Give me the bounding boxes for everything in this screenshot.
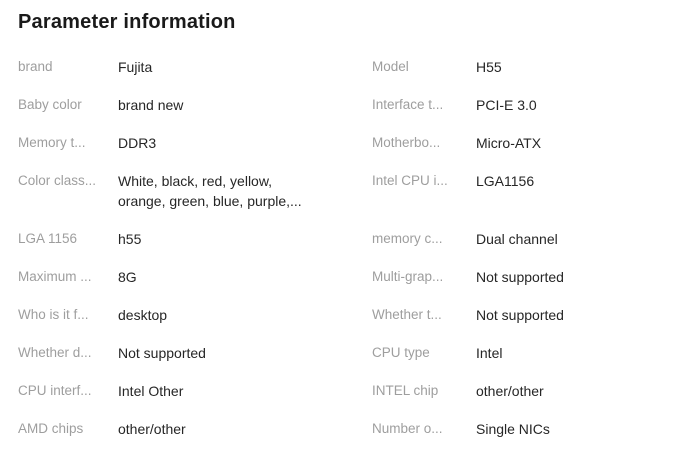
page-title: Parameter information [18,11,236,33]
param-label: Multi-grap... [372,269,444,284]
param-label: Whether t... [372,307,442,322]
param-label: AMD chips [18,421,84,436]
param-label: Model [372,59,409,74]
param-value: Not supported [476,307,564,323]
param-label: Maximum ... [18,269,92,284]
param-label: Color class... [18,173,97,188]
param-label: memory c... [372,231,443,246]
param-label: Motherbo... [372,135,441,150]
param-value: brand new [118,97,184,113]
param-label: CPU type [372,345,430,360]
param-value: Intel Other [118,383,184,399]
param-label: Baby color [18,97,82,112]
param-label: CPU interf... [18,383,92,398]
param-label: LGA 1156 [18,231,78,246]
param-value: Dual channel [476,231,558,247]
param-value: Intel [476,345,503,361]
param-value: White, black, red, yellow, orange, green… [118,173,302,209]
param-value: h55 [118,231,142,247]
param-label: Who is it f... [18,307,89,322]
param-value: other/other [118,421,186,437]
param-label: Memory t... [18,135,86,150]
param-label: brand [18,59,53,74]
param-value: Not supported [476,269,564,285]
param-value: Micro-ATX [476,135,542,151]
parameter-section: Parameter information brand Fujita Model H5… [18,11,662,439]
param-value: Single NICs [476,421,550,437]
param-value: DDR3 [118,135,157,151]
param-label: Number o... [372,421,443,436]
param-value: other/other [476,383,544,399]
param-label: Whether d... [18,345,92,360]
param-value: Not supported [118,345,206,361]
param-value: PCI-E 3.0 [476,97,537,113]
param-value: LGA1156 [476,173,535,189]
param-value: desktop [118,307,168,323]
param-value: 8G [118,269,137,285]
param-value: H55 [476,59,502,75]
param-label: Intel CPU i... [372,173,448,188]
param-label: Interface t... [372,97,444,112]
param-label: INTEL chip [372,383,439,398]
param-value: Fujita [118,59,153,75]
